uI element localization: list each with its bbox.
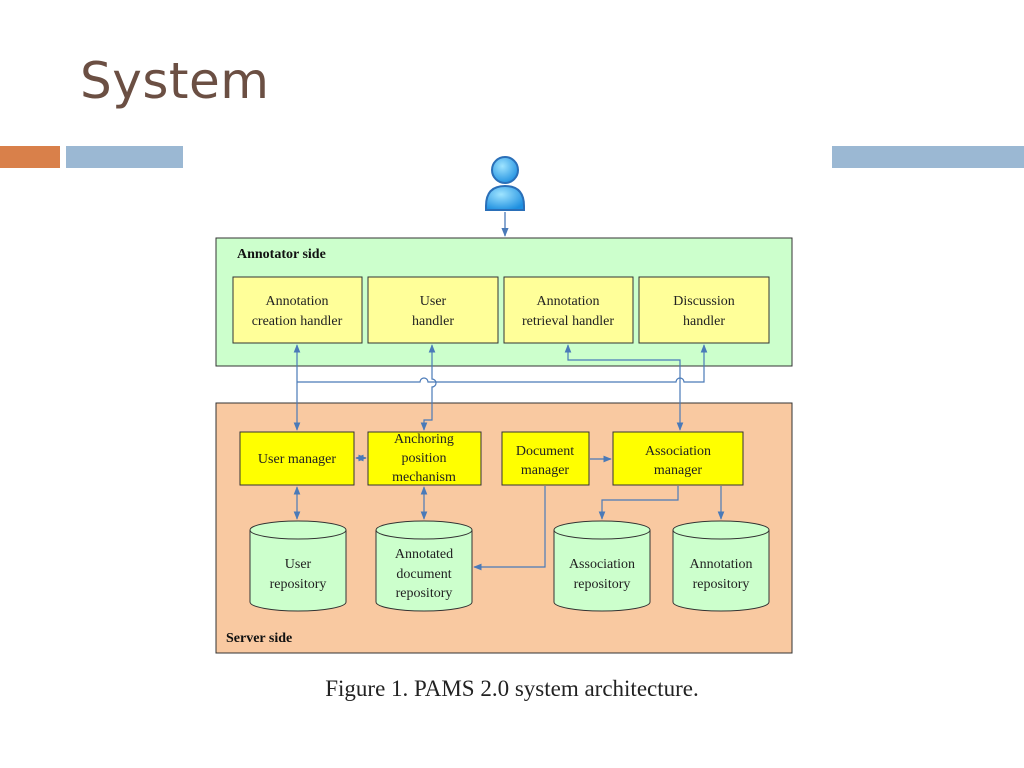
svg-text:creation handler: creation handler (252, 314, 343, 329)
svg-text:repository: repository (693, 577, 750, 592)
svg-text:Annotated: Annotated (395, 547, 453, 562)
connector-document-repository (473, 486, 546, 571)
accent-bar-blue-left (66, 146, 183, 168)
document-manager-box: Document manager (501, 431, 590, 486)
svg-text:Document: Document (516, 444, 574, 459)
svg-text:User: User (420, 294, 447, 309)
annotation-creation-handler-box: Annotation creation handler (232, 276, 363, 344)
user-manager-box: User manager (239, 431, 355, 486)
svg-text:Anchoring: Anchoring (394, 432, 454, 447)
svg-text:document: document (396, 567, 451, 582)
user-repository-cylinder: User repository (249, 520, 347, 612)
svg-text:User manager: User manager (258, 452, 336, 467)
server-side-label: Server side (226, 631, 292, 646)
annotation-repository-cylinder: Annotation repository (672, 520, 770, 612)
annotator-side-label: Annotator side (237, 247, 326, 262)
svg-text:mechanism: mechanism (392, 470, 456, 485)
user-icon (485, 156, 525, 211)
figure-caption: Figure 1. PAMS 2.0 system architecture. (325, 676, 699, 701)
svg-text:Association: Association (645, 444, 711, 459)
svg-text:position: position (401, 451, 446, 466)
anchoring-position-mechanism-box: Anchoring position mechanism (367, 431, 482, 486)
annotation-retrieval-handler-box: Annotation retrieval handler (503, 276, 634, 344)
connector-userhandler-anchoring (420, 344, 437, 431)
svg-text:handler: handler (412, 314, 454, 329)
svg-text:Annotation: Annotation (690, 557, 753, 572)
association-manager-box: Association manager (612, 431, 744, 486)
discussion-handler-box: Discussion handler (638, 276, 770, 344)
connector-retrieval-association (564, 344, 684, 431)
svg-text:manager: manager (654, 463, 703, 478)
annotated-document-repository-cylinder: Annotated document repository (375, 520, 473, 612)
svg-text:Annotation: Annotation (537, 294, 600, 309)
svg-text:repository: repository (574, 577, 631, 592)
svg-text:retrieval handler: retrieval handler (522, 314, 614, 329)
accent-bar-orange (0, 146, 60, 168)
svg-text:handler: handler (683, 314, 725, 329)
svg-text:manager: manager (521, 463, 570, 478)
svg-text:repository: repository (270, 577, 327, 592)
slide-title: System (80, 52, 270, 110)
association-repository-cylinder: Association repository (553, 520, 651, 612)
user-handler-box: User handler (367, 276, 499, 344)
svg-text:Discussion: Discussion (673, 294, 734, 309)
svg-text:User: User (285, 557, 312, 572)
connectors (293, 344, 725, 571)
connector-association-repository (598, 486, 679, 520)
svg-text:Association: Association (569, 557, 635, 572)
svg-text:Annotation: Annotation (266, 294, 329, 309)
accent-bar-blue-right (832, 146, 1024, 168)
svg-text:repository: repository (396, 586, 453, 601)
